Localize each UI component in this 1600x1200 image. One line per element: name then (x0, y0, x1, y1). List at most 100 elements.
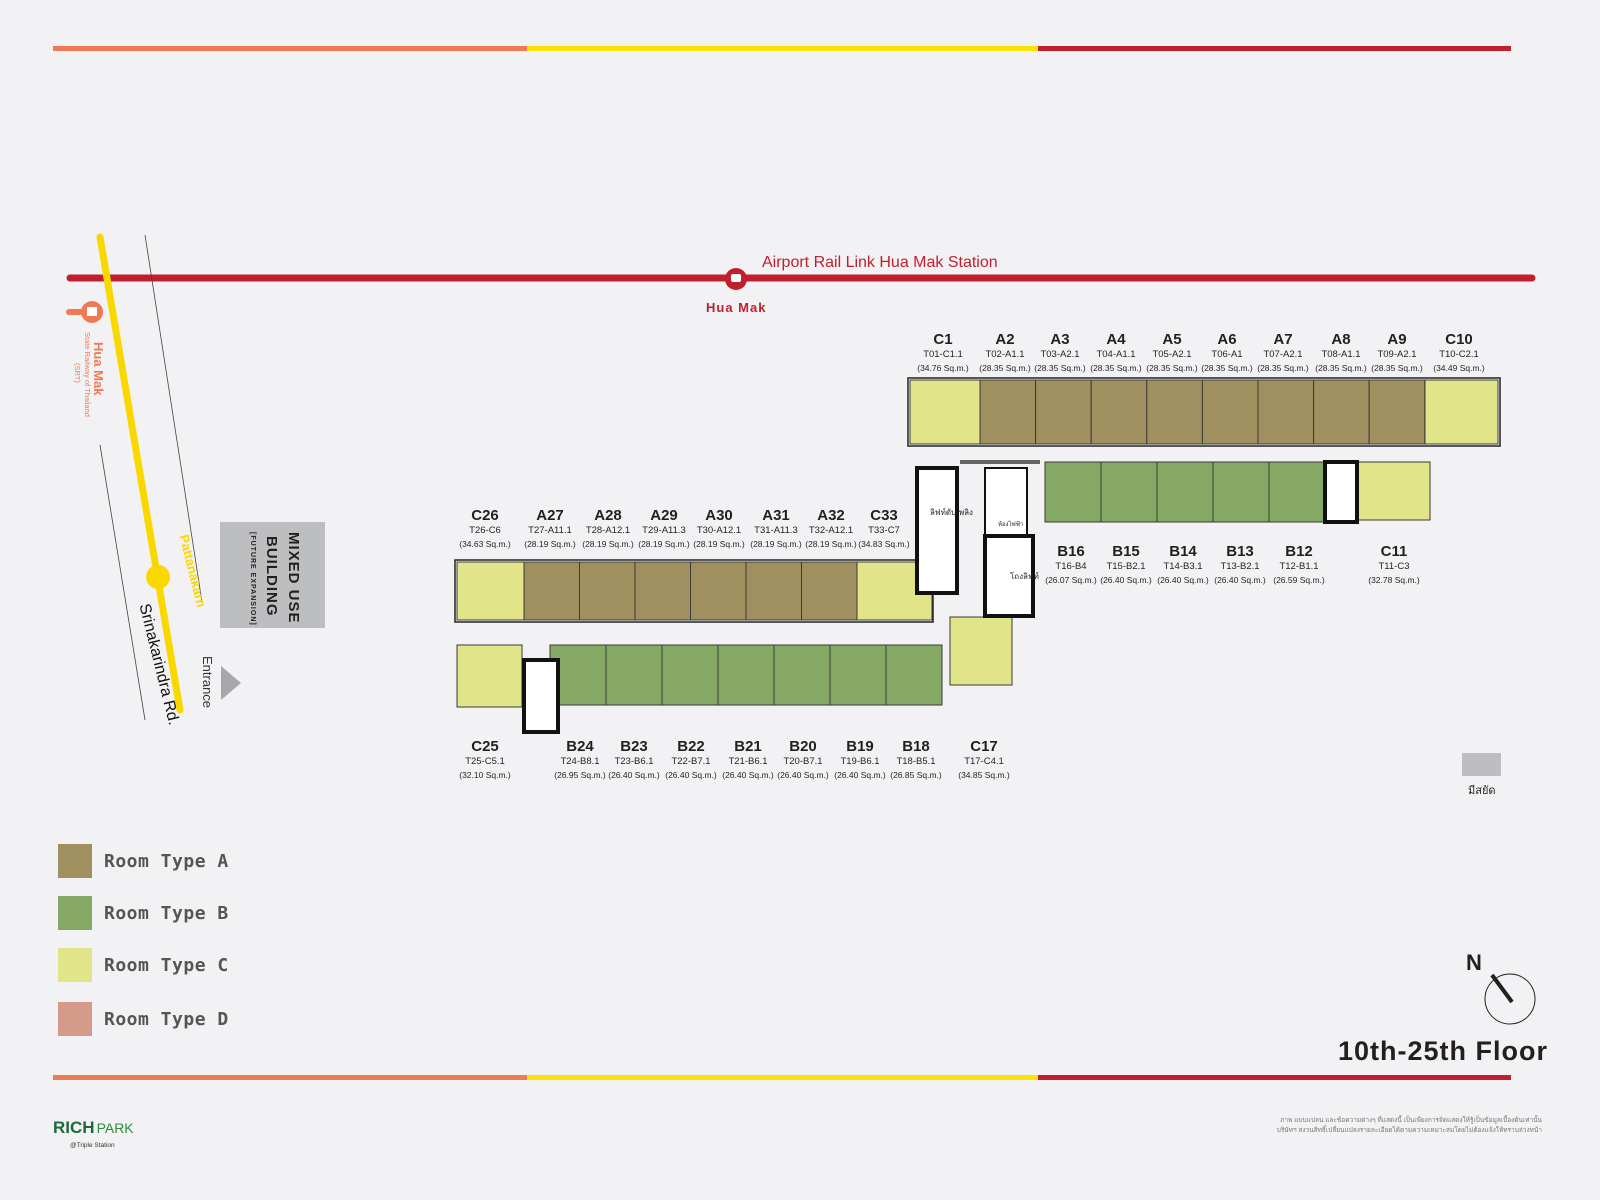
unit-name: B20 (789, 738, 817, 755)
unit-code: T18-B5.1 (896, 756, 936, 767)
unit-name: B24 (566, 738, 594, 755)
legend-item: Room Type B (58, 896, 229, 930)
unit-area: (26.40 Sq.m.) (1157, 575, 1209, 586)
unit-area: (26.40 Sq.m.) (834, 770, 886, 781)
unit-area: (28.19 Sq.m.) (582, 539, 634, 550)
unit-type-a (523, 561, 580, 621)
unit-name: A5 (1162, 331, 1182, 348)
unit-area: (34.83 Sq.m.) (858, 539, 910, 550)
disclaimer: ภาพ แบบแปลน และข้อความต่างๆ ที่แสดงนี้ เ… (1277, 1116, 1542, 1137)
brand-tagline: @Triple Station (70, 1142, 115, 1149)
unit-area: (26.40 Sq.m.) (1214, 575, 1266, 586)
unit-code: T23-B6.1 (614, 756, 654, 767)
unit-area: (26.40 Sq.m.) (1100, 575, 1152, 586)
unit-type-a (634, 561, 691, 621)
unit-area: (34.49 Sq.m.) (1433, 363, 1485, 374)
unit-C26 (456, 561, 525, 621)
mrt-yellow-line (96, 233, 184, 714)
fire-lift-label: ลิฟท์ดับเพลิง (930, 508, 973, 517)
unit-name: A4 (1106, 331, 1126, 348)
unit-area: (26.59 Sq.m.) (1273, 575, 1325, 586)
unit-type-b (829, 644, 887, 706)
unit-name: A30 (705, 507, 733, 524)
unit-code: T10-C2.1 (1439, 349, 1479, 360)
unit-name: B18 (902, 738, 930, 755)
rail-label: Airport Rail Link Hua Mak Station (762, 254, 998, 271)
unit-type-a (1201, 379, 1259, 445)
unit-name: C1 (933, 331, 953, 348)
header-bar-orange (53, 46, 527, 51)
unit-name: B22 (677, 738, 705, 755)
unit-name: B21 (734, 738, 762, 755)
unit-area: (34.76 Sq.m.) (917, 363, 969, 374)
footer-bar-yellow (527, 1075, 1038, 1080)
service-room-label: ห้องไฟฟ้า (998, 522, 1024, 528)
unit-type-a (1257, 379, 1315, 445)
unit-name: B23 (620, 738, 648, 755)
unit-C1 (909, 379, 981, 445)
stair-south (522, 658, 560, 734)
unit-name: A28 (594, 507, 622, 524)
unit-area: (28.35 Sq.m.) (1090, 363, 1142, 374)
unit-area: (26.07 Sq.m.) (1045, 575, 1097, 586)
disclaimer-line2: บริษัทฯ สงวนสิทธิ์เปลี่ยนแปลงรายละเอียดไ… (1276, 1127, 1542, 1135)
unit-C17 (949, 616, 1013, 686)
unit-name: C26 (471, 507, 499, 524)
unit-area: (28.19 Sq.m.) (638, 539, 690, 550)
unit-name: A3 (1050, 331, 1070, 348)
unit-type-b (1100, 461, 1158, 523)
footer-bar-orange (53, 1075, 527, 1080)
unit-name: B12 (1285, 543, 1313, 560)
unit-code: T08-A1.1 (1321, 349, 1361, 360)
unit-name: C10 (1445, 331, 1473, 348)
unit-name: C17 (970, 738, 998, 755)
legend-swatch (58, 896, 92, 930)
mrt-station-icon (146, 565, 170, 589)
unit-name: A27 (536, 507, 564, 524)
unit-code: T31-A11.3 (754, 525, 798, 536)
lift-hall-core (983, 534, 1035, 618)
brand-logo: RICH PARK (53, 1118, 134, 1138)
unit-type-b (1044, 461, 1102, 523)
legend-swatch (58, 844, 92, 878)
unit-name: C33 (870, 507, 898, 524)
unit-type-b (1156, 461, 1214, 523)
unit-code: T17-C4.1 (964, 756, 1004, 767)
unit-code: T13-B2.1 (1220, 561, 1260, 572)
unit-code: T06-A1 (1211, 349, 1243, 360)
unit-name: B19 (846, 738, 874, 755)
